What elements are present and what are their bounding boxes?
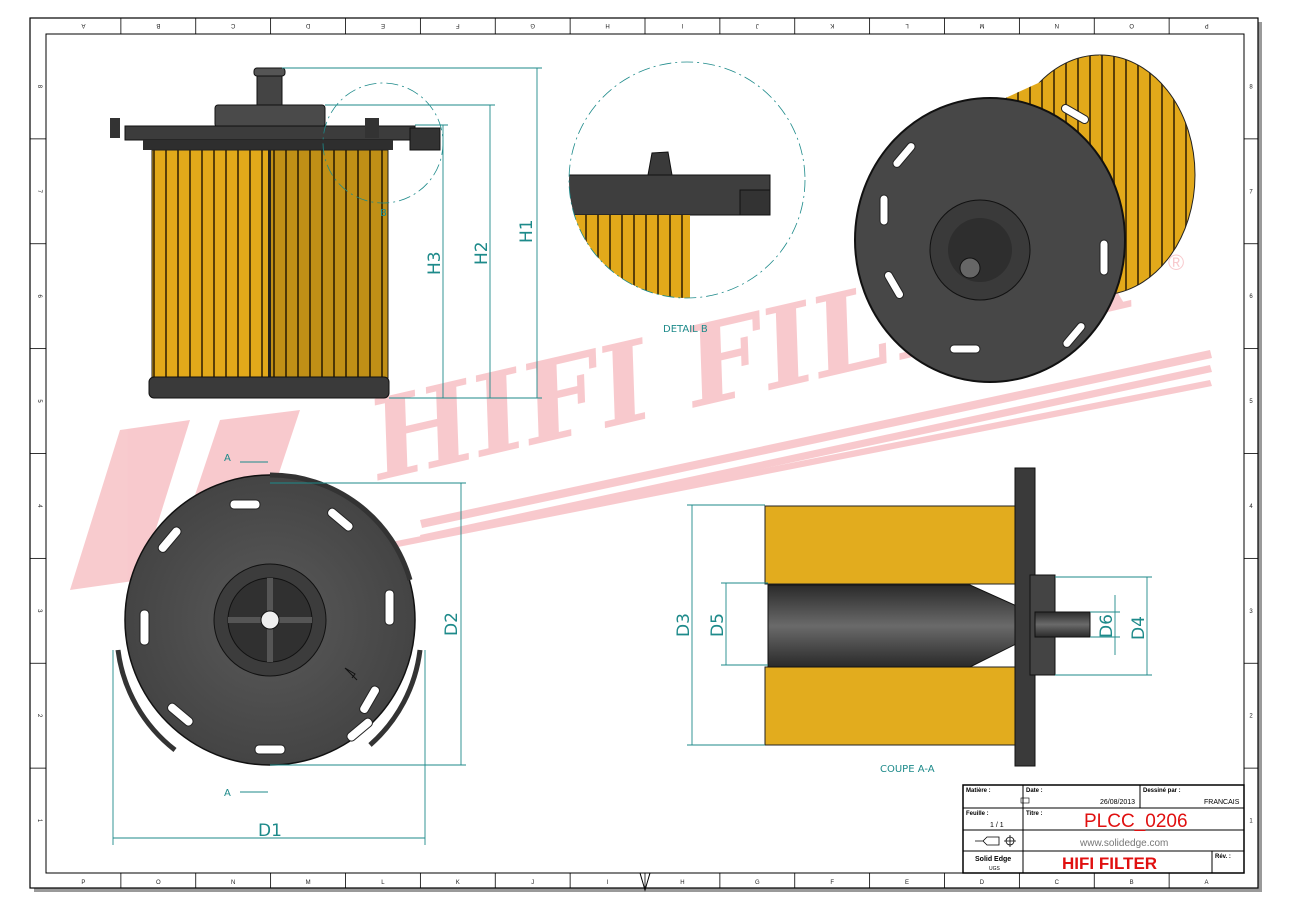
column-label-bottom: H (680, 880, 684, 886)
height-dimensions (282, 67, 542, 399)
row-label-left: 7 (36, 190, 42, 194)
row-label-left: 5 (36, 399, 42, 403)
column-label-top: A (81, 22, 85, 28)
column-label-top: M (979, 22, 984, 28)
border-zone-labels: P A O B N C M D L E K F J G I H H I G J F K E L D M C N B O A P 8 8 7 7 6 6 5 5… (30, 18, 1258, 892)
dim-d5: D5 (708, 613, 728, 637)
dim-d4: D4 (1129, 616, 1149, 640)
isometric-view (854, 54, 1196, 383)
drawn-by-value: FRANCAIS (1204, 799, 1240, 806)
row-label-left: 4 (36, 504, 42, 508)
column-label-top: G (530, 22, 535, 28)
section-label: COUPE A-A (880, 764, 935, 775)
column-label-bottom: E (905, 880, 909, 886)
row-label-right: 3 (1249, 609, 1253, 615)
column-label-bottom: P (81, 880, 85, 886)
row-label-right: 2 (1249, 714, 1253, 720)
column-label-bottom: J (531, 880, 534, 886)
column-label-top: P (1205, 22, 1209, 28)
detail-marker: B (380, 208, 387, 219)
dim-h3: H3 (425, 251, 445, 275)
row-label-right: 7 (1249, 189, 1253, 195)
date-label: Date : (1026, 788, 1043, 794)
dim-d3: D3 (674, 613, 694, 637)
column-label-top: L (905, 22, 909, 28)
title-block (962, 784, 1245, 874)
column-label-bottom: N (231, 880, 235, 886)
date-value: 26/08/2013 (1100, 799, 1135, 806)
column-label-bottom: D (980, 880, 985, 886)
row-label-left: 6 (36, 295, 42, 299)
company-name: HIFI FILTER (1062, 854, 1157, 873)
column-label-bottom: A (1205, 880, 1209, 886)
dim-h2: H2 (472, 241, 492, 265)
dim-d1: D1 (258, 821, 282, 841)
column-label-bottom: F (830, 880, 834, 886)
column-label-top: E (381, 22, 385, 28)
column-label-bottom: O (156, 880, 161, 886)
column-label-top: O (1129, 22, 1134, 28)
watermark-registered: ® (1168, 250, 1184, 275)
detail-b-label: DETAIL B (663, 324, 708, 335)
title-label: Titre : (1026, 811, 1043, 817)
drawing-title: PLCC_0206 (1084, 811, 1188, 832)
website: www.solidedge.com (1079, 838, 1168, 849)
section-marker-bottom: A (224, 788, 231, 799)
column-label-top: B (156, 22, 160, 28)
column-label-top: N (1055, 22, 1059, 28)
column-label-top: C (230, 22, 235, 28)
row-label-left: 8 (36, 85, 42, 89)
sheet-value: 1 / 1 (990, 822, 1004, 829)
row-label-left: 3 (36, 609, 42, 613)
column-label-bottom: M (306, 880, 311, 886)
column-label-bottom: B (1130, 880, 1134, 886)
column-label-top: I (681, 22, 683, 28)
column-label-bottom: K (456, 880, 460, 886)
center-marker-icon (639, 872, 651, 892)
drawn-by-label: Dessiné par : (1143, 788, 1181, 794)
sheet-label: Feuille : (966, 811, 989, 817)
column-label-bottom: L (381, 880, 385, 886)
material-label: Matière : (966, 788, 991, 794)
software-vendor: UGS (989, 866, 1001, 872)
column-label-top: H (605, 22, 609, 28)
dim-d2: D2 (442, 612, 462, 636)
section-marker-top: A (224, 453, 231, 464)
software-name: Solid Edge (975, 856, 1011, 863)
column-label-bottom: C (1055, 880, 1060, 886)
row-label-right: 8 (1249, 84, 1253, 90)
row-label-left: 2 (36, 714, 42, 718)
dim-d6: D6 (1097, 614, 1117, 638)
column-label-bottom: I (607, 880, 609, 886)
bottom-view-dimensions (112, 461, 466, 845)
row-label-right: 5 (1249, 399, 1253, 405)
column-label-top: F (456, 22, 460, 28)
column-label-top: D (305, 22, 310, 28)
dim-h1: H1 (517, 219, 537, 243)
column-label-bottom: G (755, 880, 760, 886)
section-view (764, 467, 1091, 767)
row-label-right: 1 (1249, 819, 1253, 825)
row-label-right: 6 (1249, 294, 1253, 300)
revision-label: Rév. : (1215, 854, 1231, 860)
front-view: B (110, 67, 444, 399)
column-label-top: K (830, 22, 834, 28)
column-label-top: J (756, 22, 759, 28)
row-label-left: 1 (36, 819, 42, 823)
row-label-right: 4 (1249, 504, 1253, 510)
bottom-view (115, 472, 423, 766)
section-dimensions (687, 504, 1152, 746)
